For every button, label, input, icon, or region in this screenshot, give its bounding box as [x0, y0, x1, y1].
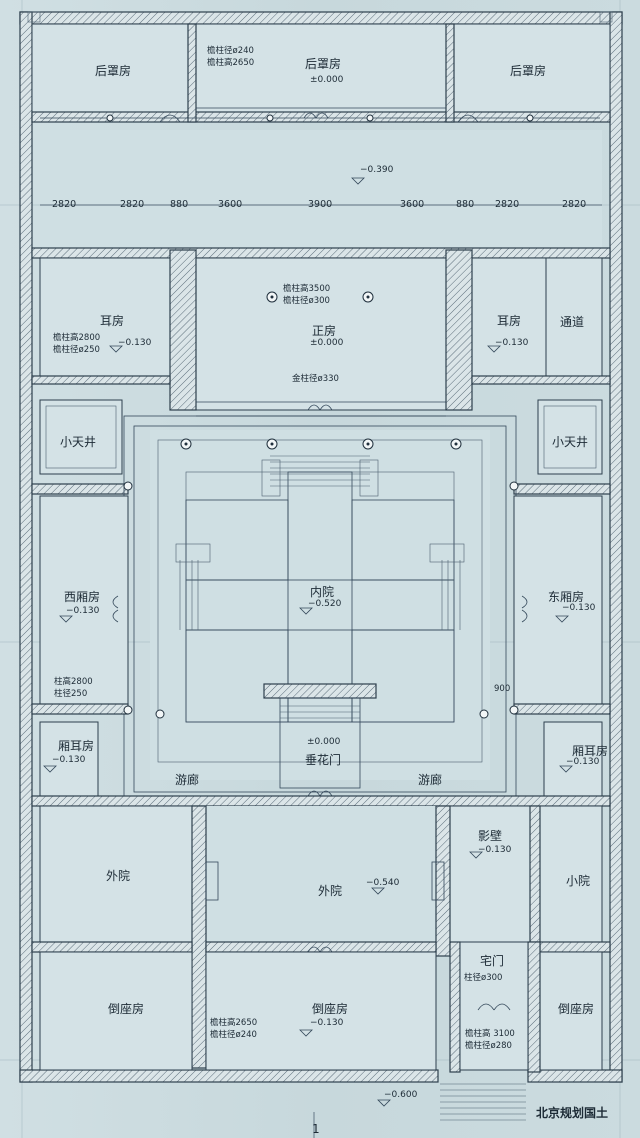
rear-yard [40, 130, 602, 248]
elevations-ear-left: −0.130 [118, 338, 152, 348]
level-markers [43, 177, 573, 1107]
elevations-rear-yard: −0.390 [360, 165, 394, 175]
notes-front-col2: 檐柱径ø240 [210, 1030, 257, 1040]
elevations-main-hall: ±0.000 [310, 338, 344, 348]
notes-gate-col2: 檐柱径ø280 [465, 1041, 512, 1051]
rooms-rear-right: 后罩房 [510, 64, 547, 78]
elevations-front-mid: −0.130 [310, 1018, 344, 1028]
dimension-label: 880 [170, 199, 189, 210]
notes-wing-col2: 柱径250 [54, 689, 88, 699]
rooms-passage: 通道 [560, 315, 585, 329]
dimension-label: 3600 [400, 199, 425, 210]
elevations-flower-gate: ±0.000 [307, 737, 341, 747]
rooms-front-right: 倒座房 [558, 1002, 595, 1016]
dimension-label: 880 [456, 199, 475, 210]
dimension-label: 2820 [52, 199, 77, 210]
elevations-outer-court: −0.540 [366, 878, 400, 888]
elevations-wing-ear-left: −0.130 [52, 755, 86, 765]
elevations-east-wing: −0.130 [562, 603, 596, 613]
notes-front-col1: 檐柱高2650 [210, 1018, 258, 1028]
outer-courts [31, 805, 611, 1069]
rooms-main-hall: 正房 [312, 324, 337, 338]
rooms-ear-left: 耳房 [100, 314, 125, 328]
rooms-outer-court-left: 外院 [106, 869, 131, 883]
rooms-east-wing: 东厢房 [548, 590, 585, 604]
rooms-outer-court-mid: 外院 [318, 884, 343, 898]
inner-court [150, 430, 490, 780]
elevations-ear-right: −0.130 [495, 338, 529, 348]
notes-hall-gold: 金柱径ø330 [292, 374, 339, 384]
notes-wing-col1: 柱高2800 [54, 677, 93, 687]
rooms-front-mid: 倒座房 [312, 1002, 349, 1016]
rooms-screen-wall: 影壁 [478, 829, 503, 843]
rooms-house-gate: 宅门 [480, 954, 505, 968]
rooms-inner-court: 内院 [310, 585, 335, 599]
front-rooms [39, 941, 603, 1121]
notes-dim-900: 900 [494, 684, 511, 694]
elevations-rear-mid: ±0.000 [310, 75, 344, 85]
rooms-rear-mid: 后罩房 [305, 57, 342, 71]
notes-hall-col1: 檐柱高3500 [283, 284, 331, 294]
elevations-screen-wall: −0.130 [478, 845, 512, 855]
elevations-west-wing: −0.130 [66, 606, 100, 616]
outer-boundary-wall [19, 11, 623, 1083]
small-courtyards [31, 399, 611, 495]
rooms-small-court-left: 小天井 [60, 435, 97, 449]
notes-rear-col1: 檐柱径ø240 [207, 46, 254, 56]
rooms-west-wing: 西厢房 [64, 590, 101, 604]
rooms-ear-right: 耳房 [497, 314, 522, 328]
notes-gate-col: 柱径ø300 [464, 973, 503, 983]
columns [106, 114, 534, 719]
dimension-label: 2820 [495, 199, 520, 210]
notes-rear-col2: 檐柱高2650 [207, 58, 255, 68]
rooms-front-left: 倒座房 [108, 1002, 145, 1016]
rooms-wing-ear-left: 厢耳房 [58, 739, 95, 753]
rooms-small-court-right: 小天井 [552, 435, 589, 449]
rooms-gallery-left: 游廊 [175, 773, 200, 787]
footer-watermark: 北京规划国土 [536, 1106, 609, 1120]
rooms-wing-ear-right: 厢耳房 [572, 744, 609, 758]
dimension-label: 3900 [308, 199, 333, 210]
footer-page-mark: 1 [312, 1122, 320, 1136]
notes-gate-col1: 檐柱高 3100 [465, 1029, 515, 1039]
rooms-gallery-right: 游廊 [418, 773, 443, 787]
dimension-label: 2820 [562, 199, 587, 210]
rear-rooms-block [31, 23, 611, 123]
rooms-flower-gate: 垂花门 [305, 753, 342, 767]
notes-ear-col2: 檐柱径ø250 [53, 345, 100, 355]
elevations-wing-ear-right: −0.130 [566, 757, 600, 767]
dimension-label: 3600 [218, 199, 243, 210]
elevations-inner-court: −0.520 [308, 599, 342, 609]
notes-hall-col2: 檐柱径ø300 [283, 296, 330, 306]
elevations-entrance: −0.600 [384, 1090, 418, 1100]
notes-ear-col1: 檐柱高2800 [53, 333, 101, 343]
dimension-label: 2820 [120, 199, 145, 210]
rooms-small-court-se: 小院 [566, 874, 591, 888]
rooms-rear-left: 后罩房 [95, 64, 132, 78]
wing-rooms [31, 495, 611, 797]
